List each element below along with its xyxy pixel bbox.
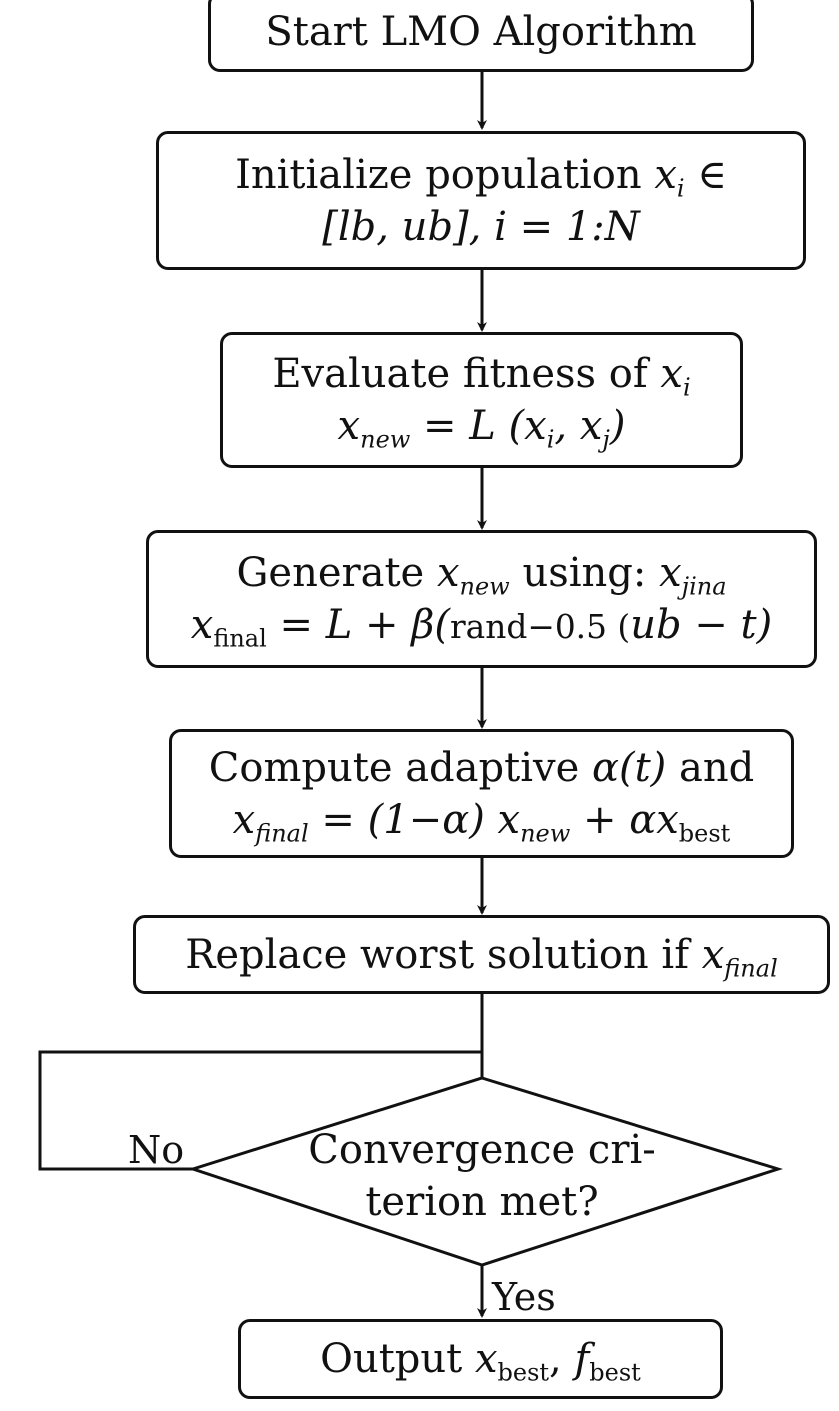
replace-text: Replace worst solution if bbox=[185, 931, 690, 978]
generate-node: Generate xnew using: xjina xfinal = L + … bbox=[146, 530, 817, 668]
output-sub2: best bbox=[589, 1358, 641, 1387]
replace-node: Replace worst solution if xfinal bbox=[133, 915, 830, 994]
initialize-var-sub: i bbox=[676, 173, 685, 202]
initialize-line-2: [lb, ub], i = 1:N bbox=[322, 203, 640, 250]
evaluate-l2-sub2: i bbox=[546, 425, 555, 454]
compute-text: Compute adaptive bbox=[208, 744, 580, 791]
generate-line-1: Generate xnew using: xjina bbox=[236, 547, 726, 599]
evaluate-line-1: Evaluate fitness of xi bbox=[272, 348, 690, 400]
evaluate-text: Evaluate fitness of bbox=[272, 351, 648, 397]
evaluate-node: Evaluate fitness of xi xnew = L (xi, xj) bbox=[220, 332, 743, 468]
evaluate-line-2: xnew = L (xi, xj) bbox=[338, 400, 626, 452]
compute-l2-var: x bbox=[232, 796, 256, 843]
yes-label: Yes bbox=[492, 1275, 556, 1319]
initialize-sym: ∈ bbox=[684, 151, 727, 198]
generate-l2-var: x bbox=[190, 602, 214, 648]
initialize-text: Initialize population bbox=[235, 151, 642, 198]
generate-var2: x bbox=[659, 550, 682, 596]
generate-var: x bbox=[436, 550, 460, 596]
start-node: Start LMO Algorithm bbox=[208, 0, 754, 72]
evaluate-var: x bbox=[660, 351, 683, 397]
generate-var2-sub: jina bbox=[681, 572, 727, 601]
output-sep: , bbox=[549, 1336, 562, 1382]
generate-l2-rand: rand−0.5 ( bbox=[449, 608, 631, 646]
evaluate-l2-sub: new bbox=[360, 425, 411, 454]
output-var2: f bbox=[574, 1336, 590, 1382]
initialize-line-1: Initialize population xi ∈ bbox=[235, 149, 727, 201]
compute-node: Compute adaptive α(t) and xfinal = (1−α)… bbox=[169, 729, 794, 858]
output-var1: x bbox=[474, 1336, 498, 1382]
generate-var-sub: new bbox=[459, 572, 510, 601]
compute-l2-mid: + αx bbox=[570, 796, 679, 843]
generate-l2-rest: = L + β( bbox=[266, 602, 450, 648]
compute-end: and bbox=[679, 744, 755, 791]
generate-l2-sub: final bbox=[213, 624, 267, 653]
decision-line-1: Convergence cri- bbox=[308, 1127, 656, 1173]
output-node: Output xbest, fbest bbox=[238, 1319, 723, 1399]
evaluate-l2-sub3: j bbox=[602, 425, 610, 454]
no-loop-line bbox=[38, 1050, 482, 1171]
replace-line: Replace worst solution if xfinal bbox=[185, 929, 778, 981]
evaluate-l2-var: x bbox=[337, 403, 361, 449]
generate-line-2: xfinal = L + β(rand−0.5 (ub − t) bbox=[191, 599, 772, 651]
evaluate-l2-end: ) bbox=[609, 403, 626, 449]
compute-math: α(t) bbox=[591, 744, 667, 791]
generate-mid: using: bbox=[522, 550, 647, 596]
start-label: Start LMO Algorithm bbox=[265, 9, 697, 55]
output-sub1: best bbox=[497, 1358, 550, 1387]
decision-text: Convergence cri- terion met? bbox=[282, 1124, 682, 1228]
compute-l2-sub3: best bbox=[678, 818, 731, 847]
output-text: Output bbox=[320, 1336, 463, 1382]
compute-l2-rest: = (1−α) x bbox=[308, 796, 521, 843]
output-line: Output xbest, fbest bbox=[320, 1333, 641, 1385]
compute-line-2: xfinal = (1−α) xnew + αxbest bbox=[233, 794, 731, 846]
initialize-var: x bbox=[654, 151, 677, 198]
compute-l2-sub2: new bbox=[520, 818, 571, 847]
evaluate-l2-rest: = L (x bbox=[410, 403, 547, 449]
compute-l2-sub: final bbox=[255, 818, 309, 847]
no-label: No bbox=[128, 1128, 185, 1172]
evaluate-l2-mid: , x bbox=[554, 403, 603, 449]
evaluate-var-sub: i bbox=[682, 373, 691, 402]
replace-var: x bbox=[701, 931, 725, 978]
compute-line-1: Compute adaptive α(t) and bbox=[209, 742, 754, 794]
replace-var-sub: final bbox=[724, 953, 778, 982]
generate-l2-end: ub − t) bbox=[630, 602, 773, 648]
generate-text: Generate bbox=[236, 550, 425, 596]
decision-line-2: terion met? bbox=[365, 1179, 599, 1225]
initialize-node: Initialize population xi ∈ [lb, ub], i =… bbox=[156, 131, 806, 270]
